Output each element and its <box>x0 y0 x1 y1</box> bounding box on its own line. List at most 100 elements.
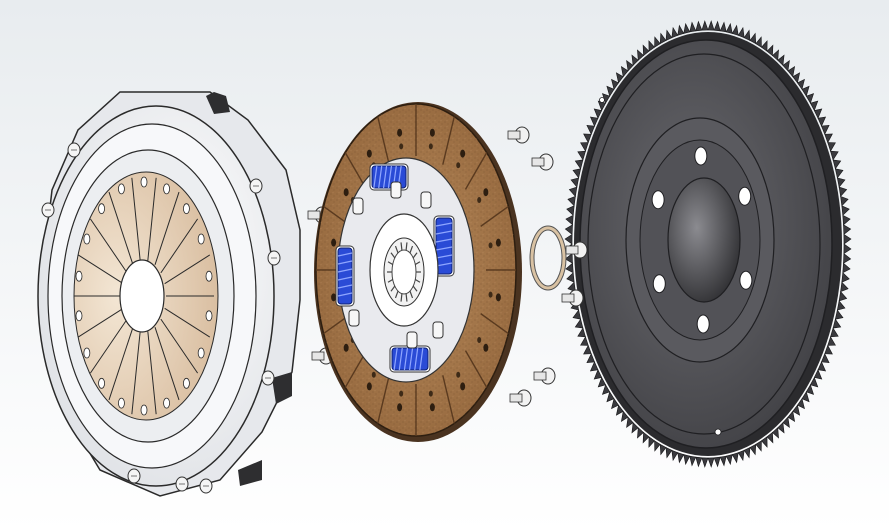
finger-hole <box>83 233 91 245</box>
gear-tooth <box>809 100 819 112</box>
bolt-shank <box>531 157 545 167</box>
gear-tooth <box>743 29 751 41</box>
gear-tooth <box>843 243 852 255</box>
gear-tooth <box>832 318 842 329</box>
rivet <box>456 371 461 378</box>
spline-tooth <box>387 279 394 283</box>
rivet <box>343 343 349 352</box>
finger-hole <box>205 270 213 282</box>
spline-tooth <box>414 261 421 265</box>
gear-tooth <box>737 26 745 39</box>
coil-line <box>337 268 353 273</box>
gear-tooth <box>805 93 815 104</box>
gear-tooth <box>577 327 586 338</box>
gear-tooth <box>719 21 727 33</box>
finger-slot <box>89 318 128 374</box>
coil-line <box>337 260 353 265</box>
rivet <box>477 337 482 344</box>
gear-tooth <box>626 416 634 428</box>
finger-hole <box>118 397 125 409</box>
gear-tooth <box>707 457 715 468</box>
rivet <box>399 390 404 397</box>
gear-tooth <box>809 376 819 388</box>
rivet <box>429 128 435 137</box>
finger-slot <box>89 218 128 274</box>
finger-hole <box>183 203 190 215</box>
gear-tooth <box>817 116 827 127</box>
gear-tooth <box>677 24 685 36</box>
gear-tooth <box>648 40 655 52</box>
gear-tooth <box>719 455 727 467</box>
rivet <box>488 242 493 249</box>
gear-tooth <box>611 78 619 91</box>
gear-tooth <box>671 26 679 39</box>
rivet <box>488 291 493 298</box>
coil-line <box>435 222 453 227</box>
gear-tooth <box>606 391 615 403</box>
gear-tooth <box>836 300 846 311</box>
rivet <box>428 143 433 150</box>
coil-line <box>378 165 383 189</box>
rivet <box>456 162 461 169</box>
finger-slot <box>160 318 199 374</box>
segment-line <box>442 375 455 424</box>
flywheel-hole <box>739 270 753 290</box>
bolt-shank <box>507 130 521 140</box>
cover-bolts <box>41 142 281 494</box>
rivet <box>331 293 337 302</box>
gear-tooth <box>755 440 762 452</box>
gear-tooth <box>792 72 801 84</box>
finger-hole <box>83 347 91 359</box>
coil-line <box>414 347 419 371</box>
coil-line <box>337 252 353 257</box>
stop-pin <box>406 331 418 349</box>
diaphragm-fingers <box>74 176 214 416</box>
gear-tooth <box>659 443 667 456</box>
gear-tooth <box>743 447 751 459</box>
gear-tooth <box>566 272 575 283</box>
coil-line <box>435 230 453 235</box>
gear-tooth <box>583 344 592 355</box>
gear-tooth <box>777 54 785 67</box>
gear-tooth <box>713 456 721 468</box>
gear-tooth <box>574 318 584 329</box>
finger-slot <box>147 177 157 261</box>
gear-tooth <box>574 159 584 170</box>
gear-tooth <box>572 309 582 320</box>
bolt-shank <box>509 393 523 403</box>
gear-tooth <box>834 168 844 179</box>
rivet <box>397 128 403 137</box>
release-ring <box>529 225 567 291</box>
gear-tooth <box>836 177 846 188</box>
gear-tooth <box>620 65 629 78</box>
gear-tooth <box>842 262 851 274</box>
gear-tooth <box>677 452 685 464</box>
gear-tooth <box>601 384 611 395</box>
rivet <box>428 390 433 397</box>
gear-tooth <box>577 150 586 161</box>
gear-tooth <box>597 376 607 388</box>
coil-line <box>398 347 403 371</box>
gear-tooth <box>689 455 697 467</box>
gear-tooth <box>801 391 810 403</box>
gear-tooth <box>782 60 790 72</box>
rivet <box>429 403 435 412</box>
gear-tooth <box>840 195 849 207</box>
spline-tooth <box>405 242 408 251</box>
gear-tooth <box>665 447 673 459</box>
flywheel-hole <box>696 314 710 334</box>
gear-tooth <box>731 452 739 464</box>
finger-hole <box>98 377 105 389</box>
spline-tooth <box>400 293 403 302</box>
stop-pin <box>390 181 402 199</box>
gear-tooth <box>583 133 592 144</box>
rivet <box>366 382 372 391</box>
rivet <box>397 403 403 412</box>
torsion-springs <box>335 163 455 373</box>
gear-tooth <box>615 72 624 84</box>
gear-tooth <box>813 108 823 119</box>
gear-tooth <box>695 456 703 468</box>
gear-tooth <box>683 454 691 466</box>
gear-tooth <box>631 421 639 434</box>
stop-pin <box>348 309 360 327</box>
